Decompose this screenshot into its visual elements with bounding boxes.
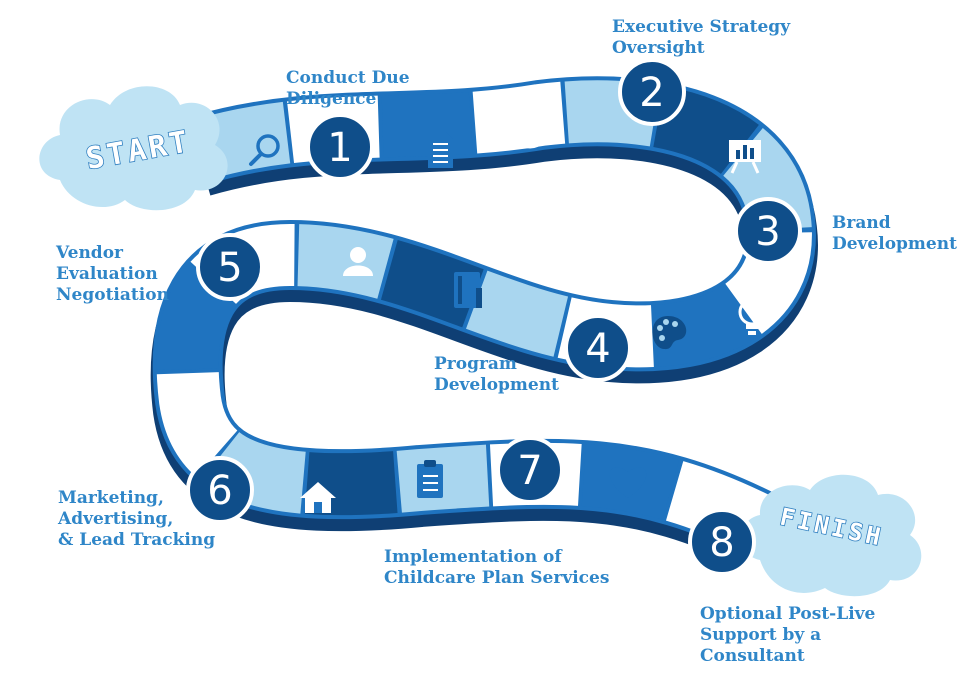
chart-icon — [180, 382, 212, 412]
step-6-number: 6 — [207, 468, 232, 514]
svg-text:$: $ — [522, 119, 537, 144]
heart-icon — [609, 467, 647, 498]
step-5-number: 5 — [217, 245, 242, 291]
step-3-number: 3 — [755, 209, 780, 255]
step-4-number: 4 — [585, 326, 610, 372]
person-icon — [343, 247, 373, 276]
step-numbers: 1 2 3 4 5 6 7 8 — [186, 58, 802, 576]
step-5-circle — [196, 233, 264, 301]
presentation-icon — [729, 140, 761, 174]
clipboard-icon — [417, 460, 443, 498]
finish-cloud: FINISH — [741, 474, 922, 597]
step-7-circle — [496, 436, 564, 504]
step-2-circle — [618, 58, 686, 126]
step-1-circle — [306, 113, 374, 181]
document-icon — [428, 132, 453, 168]
dollar-icon: $ — [511, 111, 549, 149]
palette-icon — [652, 316, 687, 350]
step-4-circle — [564, 314, 632, 382]
step-8-number: 8 — [709, 520, 734, 566]
step-7-number: 7 — [517, 448, 542, 494]
step-3-circle — [734, 197, 802, 265]
search-icon — [249, 134, 280, 166]
lightbulb-icon — [738, 298, 766, 335]
start-cloud: START — [39, 86, 228, 211]
step-2-number: 2 — [639, 70, 664, 116]
book-icon — [454, 272, 482, 308]
house-icon — [300, 482, 336, 513]
step-6-circle — [186, 456, 254, 524]
step-8-circle — [688, 508, 756, 576]
tile-icons: $ — [180, 111, 766, 513]
step-6-label: Marketing,Advertising,& Lead Tracking — [58, 488, 216, 550]
step-1-number: 1 — [327, 125, 352, 171]
